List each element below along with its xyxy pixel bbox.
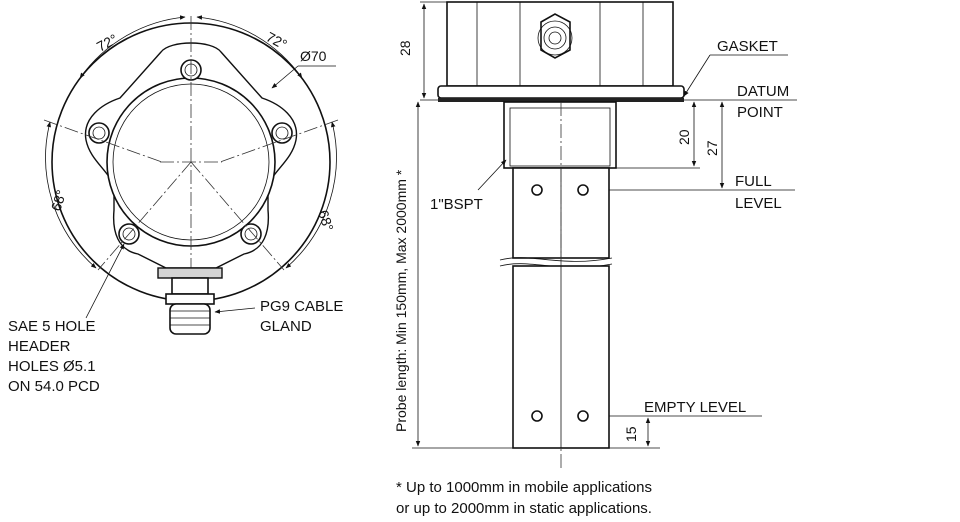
probe-break [499,257,613,262]
gland-label-line: PG9 CABLE [260,298,343,315]
gland-leader [214,307,256,314]
dim-20: 20 [676,129,692,145]
angle-label-bottom-left: 68° [48,188,70,213]
probe-hole [577,184,589,196]
bolt-hole-bore [244,227,258,241]
cable-gland [157,267,223,335]
holes-label-line: HEADER [8,338,71,355]
empty-level-label: EMPTY LEVEL [644,399,746,416]
bolt-hole [88,122,110,144]
bolt-hole-bore [122,227,136,241]
full-level-label: FULL LEVEL [735,173,782,212]
bolt-hole [271,122,293,144]
holes-label-line: HOLES Ø5.1 [8,358,96,375]
probe-hole [531,184,543,196]
dim-15: 15 [623,426,639,442]
plan-view: 72° 72° 68° 68° Ø70 SAE 5 HOLE HEADER HO… [8,15,348,395]
datum-label-line: DATUM [737,83,789,100]
centre-lines [43,16,339,278]
holes-label-line: SAE 5 HOLE [8,318,96,335]
base-flange [437,85,685,99]
footnote-line: * Up to 1000mm in mobile applications [396,479,652,496]
bolt-hole [240,223,262,245]
footnote: * Up to 1000mm in mobile applications or… [396,479,656,517]
probe-hole [577,410,589,422]
gasket [438,98,684,102]
gasket-label: GASKET [717,38,778,55]
holes-label-line: ON 54.0 PCD [8,378,100,395]
footnote-line: or up to 2000mm in static applications. [396,500,652,517]
datum-label: DATUM POINT [737,83,793,121]
dim-27: 27 [704,140,720,156]
holes-leader [85,243,125,319]
probe-hole [531,410,543,422]
full-level-label-line: FULL [735,173,771,190]
side-view: 28 Probe length: Min 150mm, Max 2000mm *… [393,1,797,470]
gland-label-line: GLAND [260,318,312,335]
dim-head-height: 28 [397,40,413,56]
angle-dimensions [45,15,337,269]
angle-label-bottom-right: 68° [315,208,337,233]
full-level-label-line: LEVEL [735,195,782,212]
gland-label: PG9 CABLE GLAND [260,298,348,335]
holes-label: SAE 5 HOLE HEADER HOLES Ø5.1 ON 54.0 PCD [8,318,100,395]
datum-label-line: POINT [737,104,783,121]
thread-label: 1"BSPT [430,196,483,213]
diameter-label: Ø70 [300,48,327,64]
probe-length-label: Probe length: Min 150mm, Max 2000mm * [393,169,409,432]
thread-boss [503,101,617,169]
thread-leader [477,159,507,191]
